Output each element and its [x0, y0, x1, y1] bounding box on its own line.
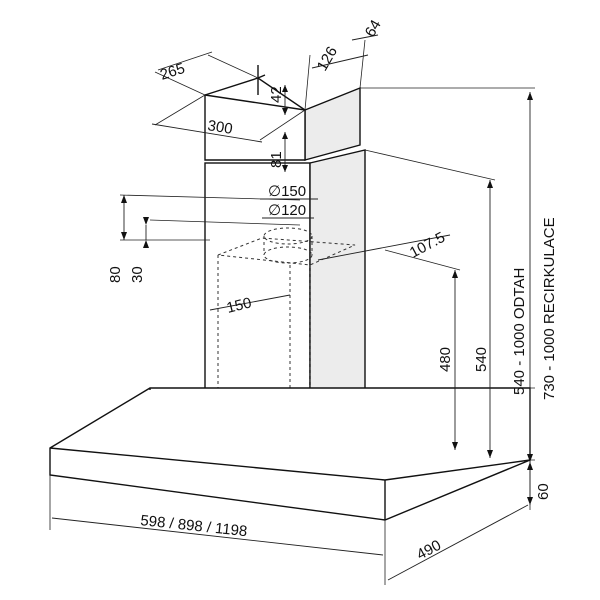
- upper-chimney: [204, 65, 361, 161]
- label-canopy-height: 60: [535, 483, 552, 500]
- upper-chimney-side: [304, 86, 361, 161]
- label-top-gap: 42: [268, 86, 285, 103]
- label-chimney-depth: 265: [158, 60, 187, 84]
- label-side-offset: 126: [314, 44, 341, 74]
- label-dim-80: 80: [107, 266, 124, 283]
- label-range-recirk: 730 - 1000 RECIRKULACE: [541, 217, 558, 400]
- hidden-outlet-bottom: [263, 246, 313, 264]
- label-width: 598 / 898 / 1198: [140, 512, 249, 540]
- arrow-42: [282, 85, 288, 115]
- label-depth: 490: [414, 537, 444, 564]
- dim-line-width: [51, 517, 384, 556]
- ext-540-top: [364, 149, 496, 181]
- dim-line-depth: [387, 504, 529, 581]
- ext-30: [149, 219, 301, 226]
- ext-265: [154, 54, 259, 96]
- label-outlet-inner: ∅120: [268, 202, 306, 219]
- dim-line-265: [157, 51, 213, 71]
- hidden-motor-box-top: [217, 237, 356, 266]
- canopy: [49, 387, 531, 521]
- ext-480-top: [384, 249, 461, 271]
- upper-chimney-edge: [257, 65, 266, 95]
- dim-line-64: [351, 34, 379, 41]
- label-chimney-width: 300: [206, 117, 233, 138]
- label-dim-107: 107.5: [407, 229, 448, 262]
- dim-line-126: [311, 54, 369, 69]
- canopy-outline: [49, 387, 531, 521]
- label-dim-150: 150: [225, 294, 253, 317]
- label-upper-offset: 81: [268, 151, 285, 168]
- label-outlet-outer: ∅150: [268, 183, 306, 200]
- upper-chimney-top-edge: [204, 94, 306, 111]
- label-dim-540: 540: [473, 347, 490, 372]
- arrow-30: [143, 217, 149, 248]
- dim-line-107: [317, 234, 451, 261]
- label-dim-480: 480: [437, 347, 454, 372]
- dim-line-300: [151, 123, 263, 143]
- ext-126-64: [304, 39, 366, 111]
- label-top-offset: 64: [362, 17, 385, 40]
- label-dim-30: 30: [129, 266, 146, 283]
- ext-300: [154, 94, 306, 141]
- ext-canopy: [530, 387, 535, 461]
- label-range-odtah: 540 - 1000 ODTAH: [511, 268, 528, 395]
- dim-line-150-b: [209, 294, 291, 311]
- arrowheads: [121, 85, 533, 505]
